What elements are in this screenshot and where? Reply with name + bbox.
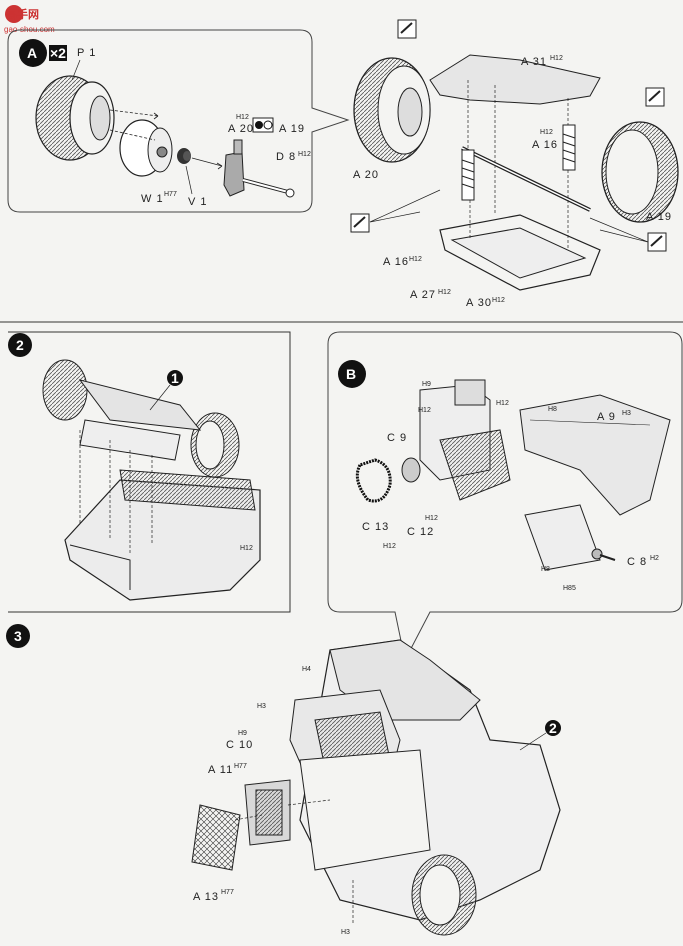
step-3-panel: 3 2 [6,624,561,936]
label-a20-s1: A 20 [353,169,379,181]
cement-icon [647,232,667,252]
sup-c13: H12 [383,543,396,550]
sup-a13: H77 [221,889,234,896]
step-b-badge [338,360,366,388]
engine-assembly [289,689,431,871]
label-a9: A 9 [597,411,616,423]
label-a16-top: A 16 [532,139,558,151]
wheel-w1 [119,119,173,177]
step-b-panel: B C 9 H9 H12 H12 H [327,331,683,662]
sup-d8: H12 [298,151,311,158]
upright-a20 [223,139,245,197]
label-c8: C 8 [627,556,647,568]
ref-marker-1 [167,370,183,386]
label-w1: W 1 [141,193,164,205]
label-c9: C 9 [387,432,407,444]
drive-belt-c13 [355,458,392,503]
tire-p1 [35,75,115,161]
rear-wheel [411,854,477,936]
sup-c9: H12 [418,407,431,414]
spark-plug-c8 [591,548,616,561]
sup-h85: H85 [563,585,576,592]
label-a16-bottom: A 16 [383,256,409,268]
label-a13: A 13 [193,891,219,903]
step-2-badge [8,333,32,357]
step-a-panel: A ×2 [7,29,350,213]
chassis-tub [64,469,261,601]
cement-icon [645,87,665,107]
sup-a31: H12 [550,55,563,62]
label-a19-s1: A 19 [646,211,672,223]
sup-a9: H3 [622,410,631,417]
front-suspension-subassembly [42,359,240,478]
label-a11: A 11 [208,764,233,776]
engine-block [419,379,511,501]
label-c10: C 10 [226,739,253,751]
grille-mesh-a13 [191,804,241,871]
label-a20: A 20 [228,123,254,135]
label-d8: D 8 [276,151,296,163]
label-a27: A 27 [410,289,436,301]
damper-left [461,149,475,201]
sup-a16-top: H12 [540,129,553,136]
sup-h4: H4 [302,666,311,673]
sup-h3-bottom: H3 [341,929,350,936]
step-a-badge-letter: A [27,45,37,61]
label-a19: A 19 [279,123,305,135]
label-c12: C 12 [407,526,434,538]
sup-a16-bottom: H12 [409,256,422,263]
step-b-badge-letter: B [346,366,356,382]
oil-cooler [524,504,601,571]
label-a30: A 30 [466,297,492,309]
watermark-site-cn: 高手网 [6,7,39,21]
step-1-chassis-diagram: A 31 H12 A 16 H12 A 20 A 19 A 16 H12 A 2… [350,19,679,309]
pulley-c12 [401,457,421,483]
ref-marker-2-text: 2 [549,720,557,736]
sup-a11: H77 [234,763,247,770]
ref-marker-1-text: 1 [171,370,179,386]
sup-step2: H12 [240,545,253,552]
sup-h8-top: H8 [548,406,557,413]
sup-c10: H9 [238,730,247,737]
upper-arm-a31 [429,54,601,105]
sup-c12: H12 [425,515,438,522]
sup-a27: H12 [438,289,451,296]
sup-h3-top: H3 [257,703,266,710]
paint-swatch-icon [252,117,274,133]
step-a-badge [19,39,47,67]
cement-icon [397,19,417,39]
firewall-a9 [519,394,671,516]
multiplier-text: ×2 [50,45,66,61]
label-a31: A 31 [521,56,547,68]
cement-icon [350,213,370,233]
front-left-wheel [353,57,431,163]
assembly-arrows [109,109,223,170]
sup-h9: H9 [422,381,431,388]
sup-h8-bottom: H8 [541,566,550,573]
sup-a30: H12 [492,297,505,304]
shaft-d8 [242,178,295,198]
sup-c8: H2 [650,555,659,562]
sup-h12-top: H12 [496,400,509,407]
sup-w1: H77 [164,191,177,198]
label-c13: C 13 [362,521,389,533]
step-2-panel: 2 1 H12 [8,331,291,613]
label-p1: P 1 [77,47,96,59]
damper-right [562,124,576,171]
ref-marker-2 [545,720,561,736]
radiator-a11 [244,779,291,846]
step-3-badge-number: 3 [14,628,22,644]
polycap-v1 [177,148,191,164]
step-2-badge-number: 2 [16,337,24,353]
lower-arm-a30 [439,214,601,291]
sup-a20: H12 [236,114,249,121]
step-3-badge [6,624,30,648]
front-right-wheel [601,121,679,223]
multiplier-badge [49,45,67,61]
label-v1: V 1 [188,196,208,208]
